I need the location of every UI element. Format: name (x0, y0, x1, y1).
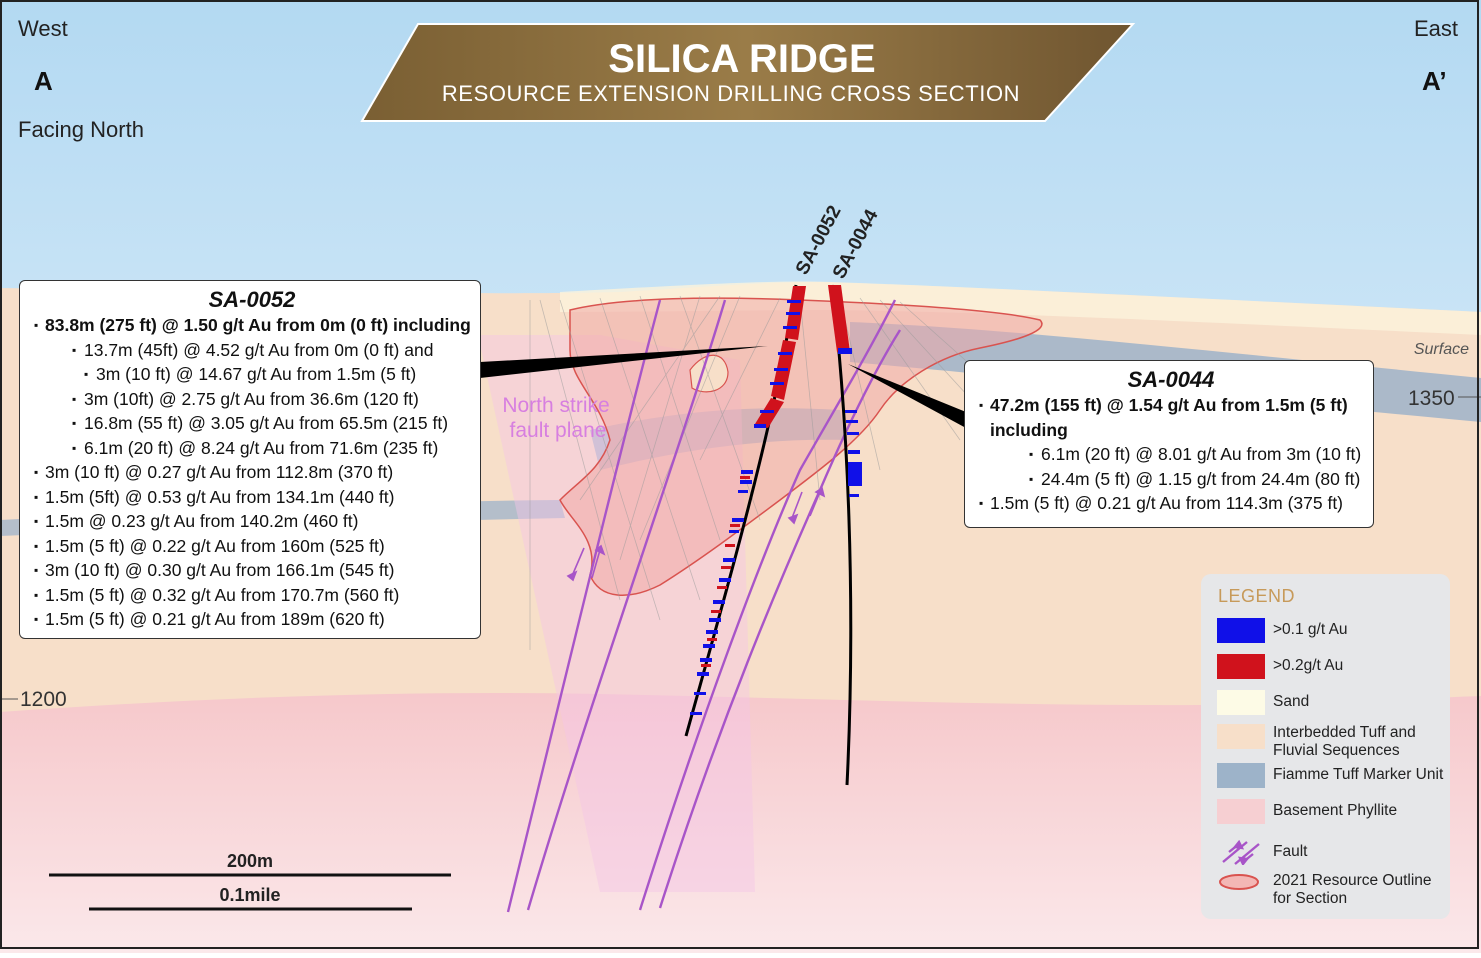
fault-lines (506, 299, 902, 913)
result-line: 3m (10 ft) @ 14.67 g/t Au from 1.5m (5 f… (32, 362, 472, 387)
legend-swatch-tuff (1217, 724, 1265, 749)
section-end-label: A’ (1422, 66, 1447, 96)
result-line: 83.8m (275 ft) @ 1.50 g/t Au from 0m (0 … (32, 313, 472, 338)
sa0044-interval-red (828, 285, 850, 352)
fault-plane-label-line1: North strike (502, 394, 609, 417)
callout-sa0044-title: SA-0044 (1127, 367, 1215, 392)
result-line: 1.5m (5 ft) @ 0.22 g/t Au from 160m (525… (32, 534, 472, 559)
legend: LEGEND >0.1 g/t Au >0.2g/t Au Sand Inter… (1201, 574, 1450, 919)
result-line: 1.5m (5 ft) @ 0.21 g/t Au from 189m (620… (32, 607, 472, 632)
sa0052-red-ticks (701, 476, 750, 667)
scale-bar-imperial-label: 0.1mile (219, 885, 280, 905)
section-start-label: A (34, 66, 53, 96)
result-line: 16.8m (55 ft) @ 3.05 g/t Au from 65.5m (… (32, 411, 472, 436)
callout-pointer-sa0052 (480, 346, 768, 378)
west-label: West (18, 16, 68, 41)
legend-label-fault: Fault (1273, 843, 1308, 860)
basement-phyllite-unit (0, 692, 1481, 953)
legend-swatch-phyllite (1217, 799, 1265, 824)
resource-outline-icon (1219, 874, 1259, 890)
legend-label-phyllite: Basement Phyllite (1273, 802, 1398, 819)
title-main: SILICA RIDGE (608, 37, 875, 81)
callout-sa0052-list: 83.8m (275 ft) @ 1.50 g/t Au from 0m (0 … (32, 313, 472, 632)
legend-swatch-sand (1217, 690, 1265, 715)
sand-unit (560, 281, 1481, 335)
result-line: 3m (10 ft) @ 0.30 g/t Au from 166.1m (54… (32, 558, 472, 583)
elev-1350-label: 1350 (1408, 387, 1455, 410)
fault-movement-arrows (566, 486, 826, 582)
legend-swatch-gt01 (1217, 618, 1265, 643)
facing-label: Facing North (18, 117, 144, 142)
title-subtitle: RESOURCE EXTENSION DRILLING CROSS SECTIO… (442, 81, 1020, 106)
fault-plane-label-line2: fault plane (510, 419, 607, 442)
callout-sa0044: SA-0044 47.2m (155 ft) @ 1.54 g/t Au fro… (964, 360, 1374, 528)
result-line: including (990, 419, 1068, 440)
sa0044-blue-intervals (838, 348, 862, 497)
east-label: East (1414, 16, 1458, 41)
fault-icon (1222, 840, 1260, 865)
callout-sa0052: SA-0052 83.8m (275 ft) @ 1.50 g/t Au fro… (19, 280, 481, 639)
result-line: 1.5m (5 ft) @ 0.32 g/t Au from 170.7m (5… (32, 583, 472, 608)
result-line: 1.5m (5ft) @ 0.53 g/t Au from 134.1m (44… (32, 485, 472, 510)
legend-title: LEGEND (1218, 586, 1296, 606)
result-line: 1.5m @ 0.23 g/t Au from 140.2m (460 ft) (32, 509, 472, 534)
legend-label-resource-outline: 2021 Resource Outline for Section (1273, 872, 1432, 907)
legend-label-tuff: Interbedded Tuff and Fluvial Sequences (1273, 724, 1416, 759)
legend-swatch-fiamme (1217, 763, 1265, 788)
surface-label: Surface (1414, 341, 1469, 358)
result-line: 13.7m (45ft) @ 4.52 g/t Au from 0m (0 ft… (32, 338, 472, 363)
result-line: 47.2m (155 ft) @ 1.54 g/t Au from 1.5m (… (977, 393, 1365, 418)
callout-pointer-sa0044 (848, 364, 966, 428)
legend-label-fiamme: Fiamme Tuff Marker Unit (1273, 766, 1444, 783)
title-banner (360, 23, 1136, 122)
historic-drill-traces (529, 295, 1011, 650)
elev-1200-label: 1200 (20, 688, 67, 711)
result-line: 6.1m (20 ft) @ 8.01 g/t Au from 3m (10 f… (977, 442, 1365, 467)
callout-sa0052-title: SA-0052 (208, 287, 296, 312)
result-line: 1.5m (5 ft) @ 0.21 g/t Au from 114.3m (3… (977, 491, 1365, 516)
resource-outline (559, 297, 1043, 596)
result-line: 24.4m (5 ft) @ 1.15 g/t from 24.4m (80 f… (977, 467, 1365, 492)
legend-swatch-gt02 (1217, 654, 1265, 679)
result-line: 3m (10 ft) @ 0.27 g/t Au from 112.8m (37… (32, 460, 472, 485)
result-line: 6.1m (20 ft) @ 8.24 g/t Au from 71.6m (2… (32, 436, 472, 461)
callout-sa0044-list: 47.2m (155 ft) @ 1.54 g/t Au from 1.5m (… (977, 393, 1365, 516)
sa0052-blue-intervals (690, 300, 801, 715)
scale-bar-metric-label: 200m (227, 851, 273, 871)
legend-label-sand: Sand (1273, 693, 1310, 710)
result-line: 3m (10ft) @ 2.75 g/t Au from 36.6m (120 … (32, 387, 472, 412)
legend-label-gt02: >0.2g/t Au (1273, 657, 1344, 674)
legend-label-gt01: >0.1 g/t Au (1273, 621, 1348, 638)
